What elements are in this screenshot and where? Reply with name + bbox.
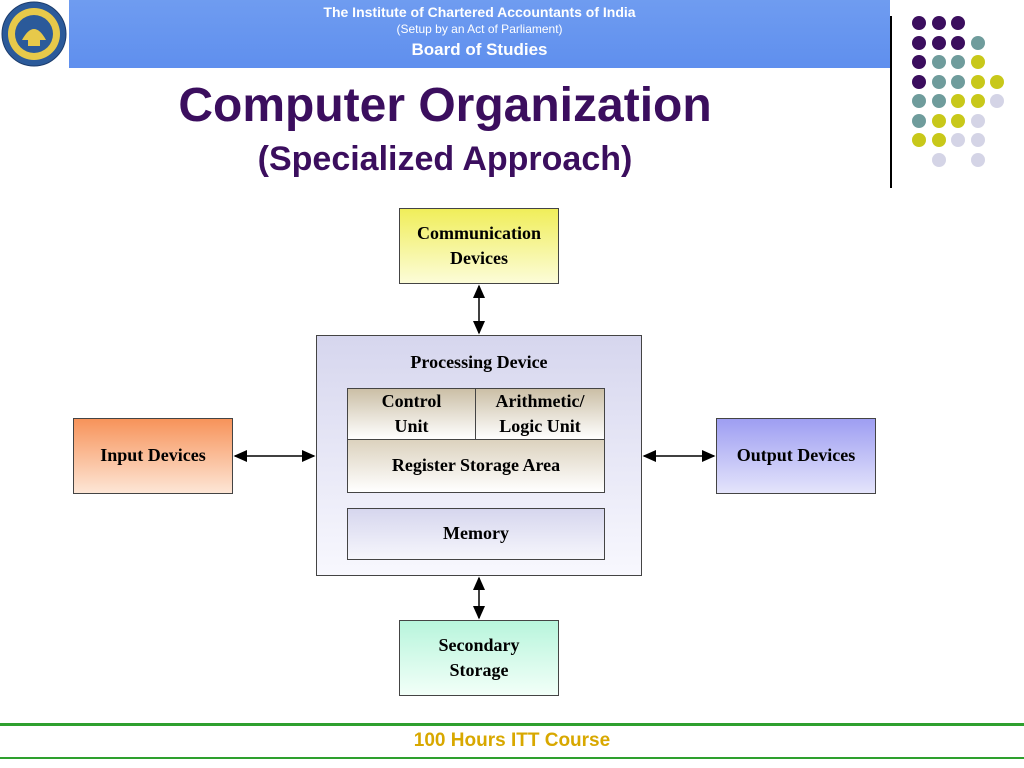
decorative-dot xyxy=(970,113,985,128)
decorative-dot xyxy=(912,55,926,69)
alu-line1: Arithmetic/ xyxy=(495,390,585,411)
decorative-dot xyxy=(931,35,946,50)
communication-line1: Communication xyxy=(416,222,541,243)
decorative-dot xyxy=(912,133,926,147)
secondary-line2: Storage xyxy=(449,660,509,680)
decorative-dot xyxy=(912,74,926,89)
decorative-dot xyxy=(970,55,985,69)
control-line2: Unit xyxy=(394,416,429,436)
footer-rule-top xyxy=(0,723,1024,726)
header-divider xyxy=(890,16,892,188)
decorative-dot xyxy=(931,16,946,30)
alu-line2: Logic Unit xyxy=(499,416,581,436)
decorative-dot xyxy=(951,133,965,147)
decorative-dot xyxy=(951,74,965,89)
communication-line2: Devices xyxy=(450,248,508,268)
register-storage-box: Register Storage Area xyxy=(347,439,605,493)
decorative-dot xyxy=(951,16,965,30)
decorative-dot xyxy=(931,74,946,89)
decorative-dot xyxy=(970,133,985,147)
decorative-dot xyxy=(970,94,985,108)
slide-subtitle: (Specialized Approach) xyxy=(257,140,633,178)
board-name: Board of Studies xyxy=(411,40,548,59)
output-devices-label: Output Devices xyxy=(736,445,856,466)
decorative-dot xyxy=(951,94,965,108)
decorative-dot xyxy=(990,74,1004,89)
decorative-dot xyxy=(990,94,1004,108)
decorative-dot xyxy=(912,113,926,128)
decorative-dot xyxy=(951,113,965,128)
decorative-dot xyxy=(931,55,946,69)
decorative-dot xyxy=(931,94,946,108)
secondary-line1: Secondary xyxy=(438,634,520,655)
memory-label: Memory xyxy=(443,523,509,544)
communication-devices-box: Communication Devices xyxy=(399,208,559,284)
control-line1: Control xyxy=(381,390,442,411)
processing-device-label: Processing Device xyxy=(410,352,548,372)
decorative-dot xyxy=(951,55,965,69)
header-band: The Institute of Chartered Accountants o… xyxy=(69,0,890,68)
institute-act: (Setup by an Act of Parliament) xyxy=(396,22,563,36)
input-devices-box: Input Devices xyxy=(73,418,233,494)
decorative-dot xyxy=(951,35,965,50)
decorative-dot xyxy=(970,152,985,167)
footer-rule-bottom xyxy=(0,757,1024,759)
memory-box: Memory xyxy=(347,508,605,560)
decorative-dot xyxy=(912,35,926,50)
secondary-storage-box: Secondary Storage xyxy=(399,620,559,696)
output-devices-box: Output Devices xyxy=(716,418,876,494)
decorative-dot xyxy=(931,113,946,128)
decorative-dot xyxy=(970,74,985,89)
institute-name: The Institute of Chartered Accountants o… xyxy=(323,4,636,20)
decorative-dot xyxy=(931,152,946,167)
processing-device-box: Processing Device Control Unit Arithmeti… xyxy=(316,335,642,576)
decorative-dot xyxy=(931,133,946,147)
control-unit-box: Control Unit xyxy=(347,388,476,440)
decorative-dot xyxy=(912,94,926,108)
slide-title: Computer Organization xyxy=(178,79,712,132)
input-devices-label: Input Devices xyxy=(100,445,206,466)
decorative-dot xyxy=(912,16,926,30)
register-storage-label: Register Storage Area xyxy=(391,455,561,476)
alu-box: Arithmetic/ Logic Unit xyxy=(475,388,605,440)
icai-logo xyxy=(0,0,68,68)
footer-course: 100 Hours ITT Course xyxy=(413,730,611,751)
decorative-dot xyxy=(970,35,985,50)
